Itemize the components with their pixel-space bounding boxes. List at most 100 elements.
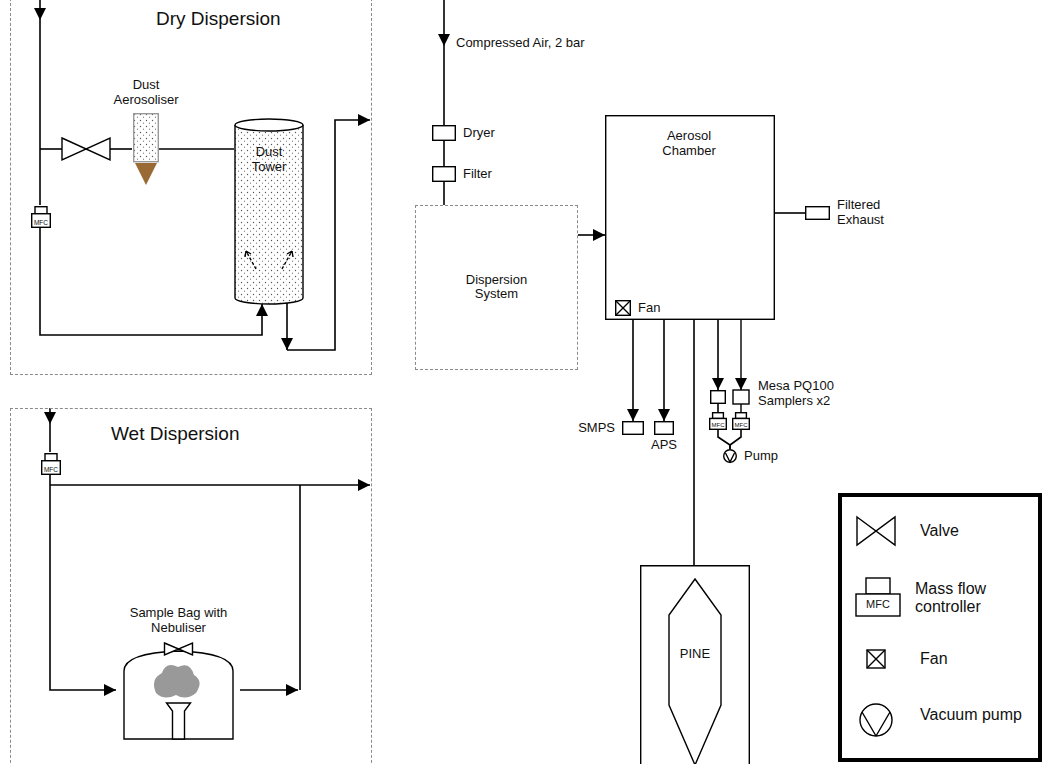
wet-air-lines bbox=[44, 412, 56, 424]
rect-outline bbox=[433, 167, 456, 182]
node-label: Sample Bag with Nebuliser bbox=[124, 606, 234, 636]
mass-flow-controller: MFC bbox=[41, 453, 61, 475]
node-label: Dryer bbox=[463, 126, 543, 141]
node-label: Mesa PQ100 Samplers x2 bbox=[758, 379, 854, 409]
dust-aerosoliser-shape bbox=[133, 113, 159, 186]
sample-bag-shape bbox=[116, 641, 241, 741]
wet-air-lines bbox=[299, 485, 301, 690]
dryer-box-shape bbox=[432, 125, 456, 141]
node-label: MFC bbox=[41, 467, 61, 474]
connector bbox=[443, 141, 445, 166]
filter-box: Filter bbox=[432, 166, 456, 182]
smps-instrument-shape bbox=[622, 421, 644, 435]
connector bbox=[717, 320, 719, 390]
dry-air-lines bbox=[110, 148, 132, 150]
legend-text: Valve bbox=[920, 522, 1030, 540]
rect-outline bbox=[433, 126, 456, 141]
connector bbox=[443, 182, 445, 205]
rect-outline bbox=[606, 116, 775, 320]
dry-air-lines bbox=[40, 148, 62, 150]
connector bbox=[717, 404, 719, 412]
pine-instrument-shape bbox=[640, 565, 750, 764]
compressed-air-line bbox=[438, 34, 450, 46]
fan-symbol-shape bbox=[615, 300, 631, 316]
dispersion-panel: Dry DispersionDust AerosoliserDust Tower… bbox=[10, 0, 372, 375]
node-label: Pump bbox=[744, 449, 794, 464]
connector bbox=[663, 320, 665, 421]
mfc-outline bbox=[710, 413, 727, 430]
node-label: PINE bbox=[640, 647, 750, 662]
legend-text: Mass flow controller bbox=[915, 580, 1033, 617]
pine-outline bbox=[641, 566, 750, 764]
second-sampler bbox=[740, 404, 741, 412]
second-sampler bbox=[740, 320, 741, 390]
aps-instrument-shape bbox=[654, 421, 674, 435]
node-label: MFC bbox=[31, 220, 51, 227]
connector bbox=[578, 234, 605, 236]
legend-symbols bbox=[867, 650, 885, 668]
legend-symbols bbox=[857, 517, 895, 545]
second-sampler bbox=[733, 390, 749, 404]
connector bbox=[159, 148, 234, 150]
rect-outline bbox=[711, 391, 726, 404]
connector bbox=[693, 320, 695, 565]
node-label: Filtered Exhaust bbox=[837, 198, 907, 228]
mfc-outline bbox=[733, 413, 750, 430]
connector bbox=[40, 228, 262, 335]
funnel-outline bbox=[134, 114, 159, 185]
dust-tower: Dust Tower bbox=[234, 119, 304, 304]
compressed-air-line bbox=[438, 0, 450, 125]
connector bbox=[632, 320, 634, 421]
node-label: Fan bbox=[638, 301, 678, 316]
rect-outline bbox=[655, 422, 674, 435]
pump-outline bbox=[724, 450, 737, 463]
valve-symbol bbox=[62, 138, 110, 160]
exhaust-filter-shape bbox=[805, 206, 830, 220]
dry-air-lines bbox=[34, 8, 46, 20]
air-supply-label: Compressed Air, 2 bar bbox=[456, 36, 585, 51]
node-label: MFC bbox=[709, 422, 727, 428]
fan-symbol: Fan bbox=[615, 300, 631, 316]
filter-box-shape bbox=[432, 166, 456, 182]
aps-instrument: APS bbox=[654, 421, 674, 435]
compressed-air-line bbox=[443, 0, 445, 125]
bag-outline bbox=[124, 643, 233, 739]
mfc-outline bbox=[42, 454, 61, 475]
legend-symbols bbox=[856, 594, 900, 616]
sampler-box: Mesa PQ100 Samplers x2 bbox=[710, 390, 726, 404]
connector bbox=[718, 430, 730, 449]
mass-flow-controller: MFC bbox=[709, 412, 727, 430]
node-label: Dust Aerosoliser bbox=[101, 78, 191, 108]
legend-symbols bbox=[867, 650, 885, 668]
node-label: Wet Dispersion bbox=[111, 423, 239, 445]
node-label: APS bbox=[651, 438, 677, 453]
dry-air-lines bbox=[39, 0, 41, 205]
wet-air-lines bbox=[44, 408, 370, 690]
node-label: Dispersion System bbox=[452, 273, 542, 303]
node-label: Dry Dispersion bbox=[156, 8, 281, 30]
dry-air-lines bbox=[286, 303, 288, 350]
connector bbox=[775, 212, 805, 214]
legend-text: Fan bbox=[920, 650, 1030, 668]
dryer-box: Dryer bbox=[432, 125, 456, 141]
node-label: Dust Tower bbox=[240, 145, 298, 175]
legend-symbols bbox=[862, 712, 890, 736]
smps-instrument: SMPS bbox=[622, 421, 644, 435]
mfc-outline bbox=[32, 207, 51, 228]
node-label: Filter bbox=[463, 167, 543, 182]
dry-air-lines bbox=[34, 0, 370, 350]
second-sampler bbox=[733, 320, 749, 412]
wet-air-lines bbox=[50, 484, 370, 486]
node-label: SMPS bbox=[578, 421, 615, 436]
exhaust-filter: Filtered Exhaust bbox=[805, 206, 830, 220]
dispersion-panel: Wet DispersionMFC Sample Bag with Nebulis… bbox=[10, 408, 372, 764]
legend-box bbox=[840, 495, 1040, 760]
legend-text: Vacuum pump bbox=[920, 706, 1030, 724]
rect-outline bbox=[623, 422, 644, 435]
sampler-box-shape bbox=[710, 390, 726, 404]
legend-symbols bbox=[866, 578, 890, 594]
vacuum-pump: Pump bbox=[723, 449, 737, 463]
wet-air-lines bbox=[240, 689, 298, 691]
legend-symbols bbox=[860, 704, 892, 736]
